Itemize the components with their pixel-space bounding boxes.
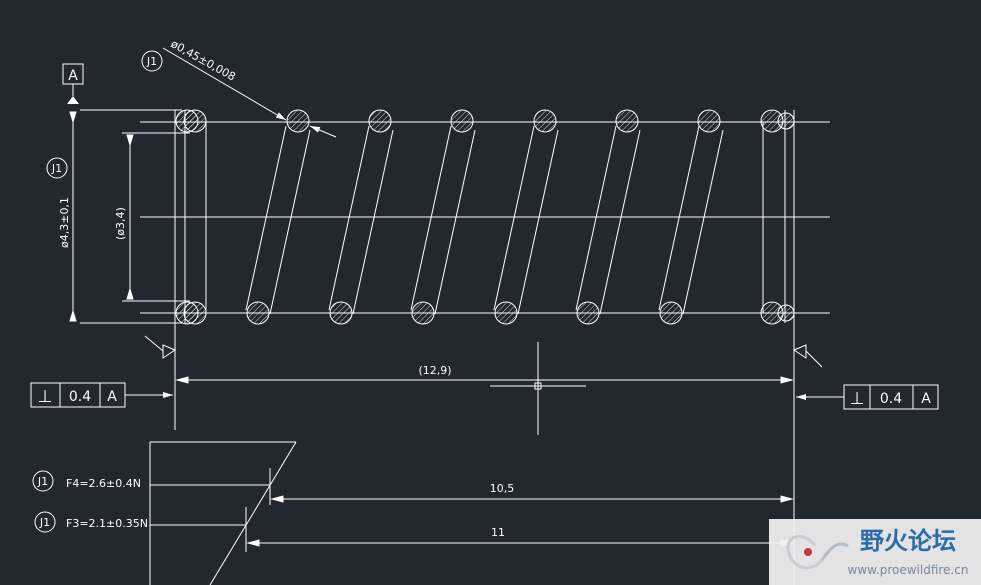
balloon-outer-diameter: J1 xyxy=(46,157,68,179)
spring-coils xyxy=(245,125,724,315)
force-f4-label: F4=2.6±0.4N xyxy=(66,477,141,490)
svg-text:0.4: 0.4 xyxy=(880,391,902,407)
left-datum-triangle xyxy=(162,344,177,359)
svg-text:0.4: 0.4 xyxy=(69,389,91,405)
svg-text:A: A xyxy=(921,391,931,407)
outer-diameter-label: ø4,3±0,1 xyxy=(58,197,71,248)
watermark-title: 野火论坛 xyxy=(860,527,956,555)
svg-text:J1: J1 xyxy=(39,516,50,529)
tolerance-frame-left: ⊥ 0.4 A xyxy=(30,382,126,408)
free-length-label: (12,9) xyxy=(418,364,451,377)
svg-text:A: A xyxy=(107,389,117,405)
svg-text:J1: J1 xyxy=(146,55,157,68)
force-f4-row: J1 F4=2.6±0.4N xyxy=(32,470,141,492)
right-datum-triangle xyxy=(792,344,807,359)
svg-text:⊥: ⊥ xyxy=(850,389,865,409)
svg-text:A: A xyxy=(68,68,78,84)
tolerance-frame-right: ⊥ 0.4 A xyxy=(843,384,939,410)
wire-sections xyxy=(175,109,795,325)
firefly-logo-icon xyxy=(786,534,849,570)
crosshair-cursor-icon xyxy=(490,342,586,435)
wire-diameter-label: ø0,45±0,008 xyxy=(169,37,238,83)
length-11-label: 11 xyxy=(491,526,505,539)
load-diagram xyxy=(149,441,297,585)
length-10-5-label: 10,5 xyxy=(490,482,515,495)
datum-a-marker: A xyxy=(62,63,84,104)
wire-diameter-leader xyxy=(162,47,287,121)
watermark-url: www.proewildfire.cn xyxy=(848,563,969,577)
force-f3-row: J1 F3=2.1±0.35N xyxy=(34,511,148,533)
inner-diameter-label: (ø3,4) xyxy=(114,207,127,240)
svg-text:J1: J1 xyxy=(37,475,48,488)
balloon-wire: J1 xyxy=(141,50,163,72)
force-f3-label: F3=2.1±0.35N xyxy=(66,517,148,530)
watermark-logo: 野火论坛 www.proewildfire.cn xyxy=(769,519,981,585)
svg-text:J1: J1 xyxy=(51,162,62,175)
svg-text:⊥: ⊥ xyxy=(38,387,53,407)
